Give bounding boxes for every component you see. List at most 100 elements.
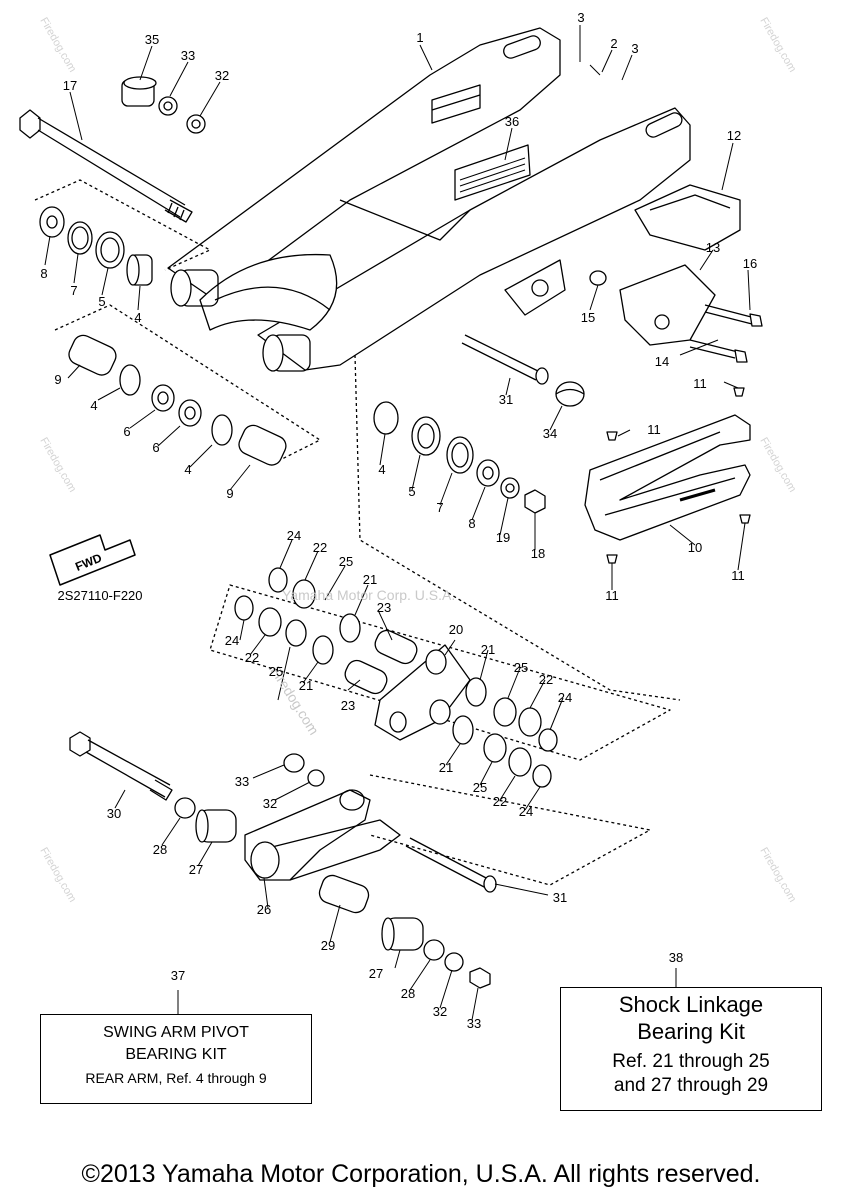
exploded-parts-diagram: Yamaha Motor Corp. U.S.A. Firedog.com Fi… — [19, 10, 798, 1031]
callout-32: 32 — [215, 68, 229, 83]
callout-28: 28 — [153, 842, 167, 857]
callout-3: 3 — [577, 10, 584, 25]
callout-25: 25 — [269, 664, 283, 679]
callout-5: 5 — [408, 484, 415, 499]
callout-24: 24 — [287, 528, 301, 543]
callout-25: 25 — [514, 660, 528, 675]
callout-23: 23 — [377, 600, 391, 615]
screw-11 — [606, 387, 751, 564]
upper-bolt-and-cap — [461, 334, 585, 407]
callout-4: 4 — [90, 398, 97, 413]
callout-18: 18 — [531, 546, 545, 561]
callout-21: 21 — [299, 678, 313, 693]
callout-27: 27 — [189, 862, 203, 877]
kit37-line3: REAR ARM, Ref. 4 through 9 — [85, 1070, 267, 1086]
callout-24: 24 — [225, 633, 239, 648]
callout-6: 6 — [152, 440, 159, 455]
swing-arm — [167, 27, 691, 372]
callout-33: 33 — [467, 1016, 481, 1031]
kit37-line2: BEARING KIT — [125, 1046, 227, 1063]
swing-arm-pivot-bearing-kit-box: SWING ARM PIVOT BEARING KIT REAR ARM, Re… — [40, 1014, 312, 1104]
right-pivot-stack — [354, 354, 681, 701]
leader-lines — [44, 25, 751, 1021]
callout-25: 25 — [339, 554, 353, 569]
callout-28: 28 — [401, 986, 415, 1001]
callout-34: 34 — [543, 426, 557, 441]
shock-linkage-bearing-kit-box: Shock Linkage Bearing Kit Ref. 21 throug… — [560, 987, 822, 1111]
callout-3: 3 — [631, 41, 638, 56]
callout-9: 9 — [54, 372, 61, 387]
callout-12: 12 — [727, 128, 741, 143]
watermark-br: Firedog.com — [757, 846, 798, 905]
callout-31: 31 — [499, 392, 513, 407]
callout-21: 21 — [363, 572, 377, 587]
callout-11: 11 — [731, 568, 745, 583]
callout-11: 11 — [693, 376, 707, 391]
callout-11: 11 — [605, 588, 619, 603]
watermark-mr: Firedog.com — [757, 436, 798, 495]
callout-24: 24 — [519, 804, 533, 819]
kit38-line3: Ref. 21 through 25 — [612, 1051, 770, 1072]
watermark-bl: Firedog.com — [37, 846, 78, 905]
copyright-footer: ©2013 Yamaha Motor Corporation, U.S.A. A… — [81, 1160, 761, 1188]
callout-29: 29 — [321, 938, 335, 953]
callout-5: 5 — [98, 294, 105, 309]
callout-21: 21 — [481, 642, 495, 657]
left-pivot-stack — [34, 179, 211, 286]
pivot-shaft — [19, 109, 193, 223]
relay-arm-assembly — [209, 567, 671, 788]
callout-22: 22 — [313, 540, 327, 555]
callout-7: 7 — [70, 283, 77, 298]
callout-32: 32 — [263, 796, 277, 811]
part-code: 2S27110-F220 — [57, 588, 142, 603]
callout-15: 15 — [581, 310, 595, 325]
callout-23: 23 — [341, 698, 355, 713]
callout-32: 32 — [433, 1004, 447, 1019]
callout-4: 4 — [184, 462, 191, 477]
callout-21: 21 — [439, 760, 453, 775]
watermark-tl: Firedog.com — [37, 16, 78, 75]
callout-6: 6 — [123, 424, 130, 439]
left-lower-stack — [54, 304, 321, 466]
callout-33: 33 — [235, 774, 249, 789]
callout-38: 38 — [669, 950, 683, 965]
kit38-line2: Bearing Kit — [637, 1019, 745, 1044]
callout-16: 16 — [743, 256, 757, 271]
callout-24: 24 — [558, 690, 572, 705]
callout-19: 19 — [496, 530, 510, 545]
callout-33: 33 — [181, 48, 195, 63]
callout-4: 4 — [134, 310, 141, 325]
kit37-line1: SWING ARM PIVOT — [103, 1024, 249, 1041]
watermark-tr: Firedog.com — [757, 16, 798, 75]
callout-2: 2 — [610, 36, 617, 51]
callout-22: 22 — [539, 672, 553, 687]
callout-36: 36 — [505, 114, 519, 129]
callout-10: 10 — [688, 540, 702, 555]
callout-14: 14 — [655, 354, 669, 369]
callout-9: 9 — [226, 486, 233, 501]
callouts: 1 2 3 3 35 33 32 17 36 12 13 16 15 14 8 … — [40, 10, 757, 1031]
callout-4: 4 — [378, 462, 385, 477]
callout-26: 26 — [257, 902, 271, 917]
watermark-center: Yamaha Motor Corp. U.S.A. — [282, 587, 455, 603]
kit38-line4: and 27 through 29 — [613, 1075, 769, 1096]
callout-31: 31 — [553, 890, 567, 905]
chain-guide-assembly — [589, 184, 763, 363]
callout-13: 13 — [706, 240, 720, 255]
callout-8: 8 — [468, 516, 475, 531]
kit38-line1: Shock Linkage — [618, 992, 764, 1017]
callout-22: 22 — [245, 650, 259, 665]
callout-27: 27 — [369, 966, 383, 981]
fwd-arrow-icon — [49, 534, 136, 586]
callout-17: 17 — [63, 78, 77, 93]
callout-1: 1 — [416, 30, 423, 45]
collar-nut-washer-top — [121, 76, 206, 134]
callout-25: 25 — [473, 780, 487, 795]
callout-30: 30 — [107, 806, 121, 821]
callout-7: 7 — [436, 500, 443, 515]
callout-20: 20 — [449, 622, 463, 637]
connecting-rod-assembly — [69, 731, 651, 989]
callout-8: 8 — [40, 266, 47, 281]
callout-37: 37 — [171, 968, 185, 983]
callout-35: 35 — [145, 32, 159, 47]
